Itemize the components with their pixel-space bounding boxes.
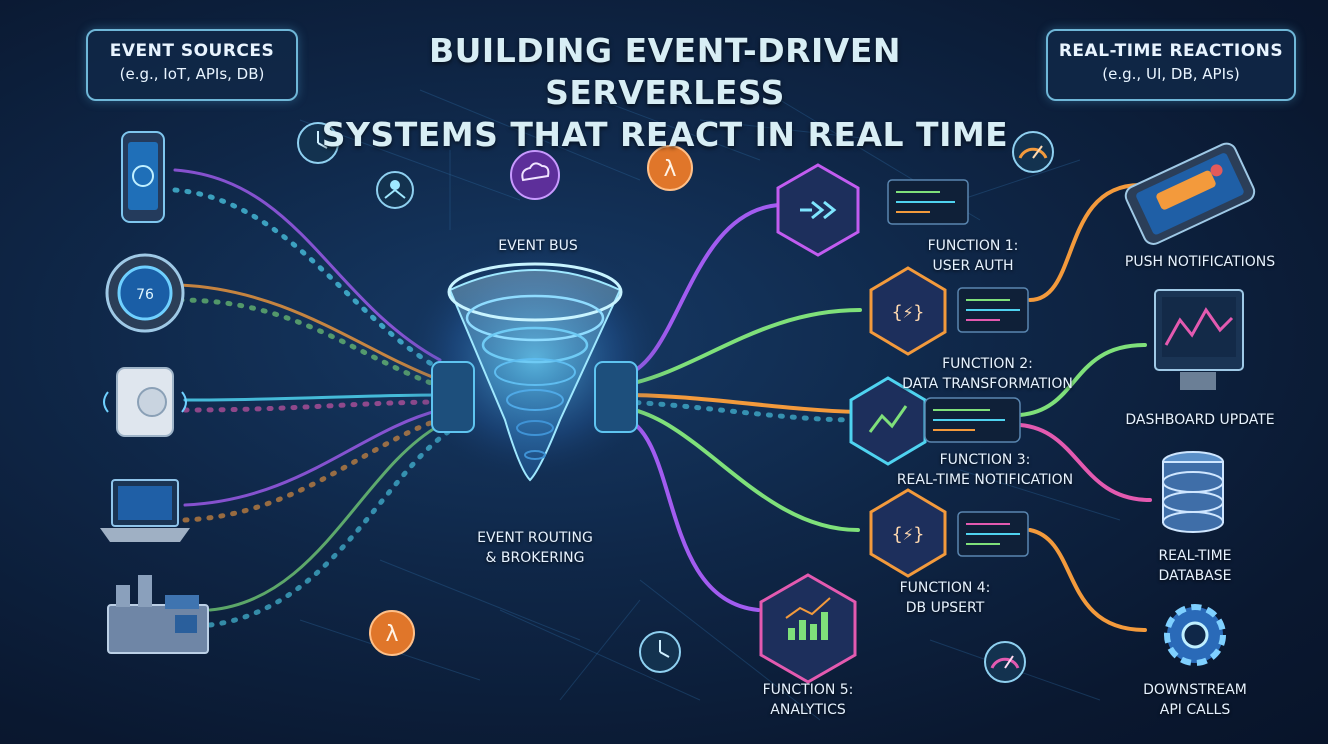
function-2-title: FUNCTION 2: — [942, 356, 1033, 372]
output-api-line-1: DOWNSTREAM — [1143, 682, 1247, 698]
laptop-icon — [100, 479, 190, 542]
hub-icon — [376, 171, 414, 209]
function-2-name: DATA TRANSFORMATION — [902, 376, 1073, 392]
gear-icon — [1164, 604, 1226, 666]
trend-icon — [868, 405, 908, 433]
function-2-label: FUNCTION 2: DATA TRANSFORMATION — [900, 354, 1075, 394]
code-bolt-icon: {⚡} — [892, 302, 925, 323]
function-3-title: FUNCTION 3: — [939, 452, 1031, 468]
phone-notification-icon — [1124, 142, 1256, 245]
lambda-glyph-bottom: λ — [385, 622, 398, 647]
monitor-chart-icon — [1154, 289, 1244, 390]
title-line-2: SYSTEMS THAT REACT IN REAL TIME — [321, 115, 1009, 154]
event-sources-subheading: (e.g., IoT, APIs, DB) — [119, 65, 265, 83]
reactions-box: REAL-TIME REACTIONS (e.g., UI, DB, APIs) — [1046, 29, 1296, 101]
event-sources-box: EVENT SOURCES (e.g., IoT, APIs, DB) — [86, 29, 298, 101]
output-database-line-1: REAL-TIME — [1158, 548, 1232, 564]
factory-icon — [107, 575, 209, 654]
output-push-label: PUSH NOTIFICATIONS — [1110, 252, 1290, 272]
output-push-line-1: PUSH NOTIFICATIONS — [1124, 254, 1276, 270]
function-5-hex — [759, 573, 857, 684]
function-4-hex: {⚡} — [869, 488, 1029, 578]
routing-line-2: & BROKERING — [485, 550, 585, 566]
thermostat-icon: 76 — [105, 253, 185, 333]
function-1-title: FUNCTION 1: — [927, 238, 1019, 254]
function-5-label: FUNCTION 5: ANALYTICS — [738, 680, 878, 720]
title-line-1: BUILDING EVENT-DRIVEN SERVERLESS — [428, 31, 901, 112]
output-dashboard-label: DASHBOARD UPDATE — [1115, 410, 1285, 430]
smartphone-icon — [121, 131, 165, 223]
page-title: BUILDING EVENT-DRIVEN SERVERLESS SYSTEMS… — [320, 30, 1010, 156]
output-dashboard-line-1: DASHBOARD UPDATE — [1125, 412, 1275, 428]
reactions-heading: REAL-TIME REACTIONS — [1058, 41, 1284, 61]
routing-line-1: EVENT ROUTING — [477, 530, 593, 546]
reaction-streams — [1018, 183, 1152, 632]
function-3-label: FUNCTION 3: REAL-TIME NOTIFICATION — [885, 450, 1085, 490]
gauge-icon-bottom — [984, 641, 1026, 683]
sensor-icon — [103, 367, 187, 437]
function-1-name: USER AUTH — [932, 258, 1014, 274]
clock-icon — [297, 122, 339, 164]
cloud-icon — [510, 150, 560, 200]
svg-text:76: 76 — [136, 287, 154, 303]
function-2-hex: {⚡} — [869, 266, 1029, 356]
function-1-label: FUNCTION 1: USER AUTH — [908, 236, 1038, 276]
database-icon — [1162, 451, 1224, 533]
output-api-label: DOWNSTREAM API CALLS — [1130, 680, 1260, 720]
gauge-icon — [1012, 131, 1054, 173]
code-bolt-icon-2: {⚡} — [892, 524, 925, 545]
lambda-glyph-top: λ — [663, 157, 676, 182]
function-3-name: REAL-TIME NOTIFICATION — [896, 472, 1074, 488]
function-5-title: FUNCTION 5: — [762, 682, 854, 698]
function-3-hex — [849, 376, 1021, 466]
function-4-name: DB UPSERT — [905, 600, 985, 616]
bar-chart-icon — [785, 597, 831, 640]
output-api-line-2: API CALLS — [1159, 702, 1231, 718]
output-database-line-2: DATABASE — [1158, 568, 1232, 584]
output-database-label: REAL-TIME DATABASE — [1140, 546, 1250, 586]
lambda-icon-bottom: λ — [369, 610, 415, 656]
clock-icon-bottom — [639, 631, 681, 673]
event-sources-heading: EVENT SOURCES — [109, 41, 275, 61]
event-bus-funnel — [395, 230, 675, 490]
function-1-hex — [776, 163, 969, 257]
function-4-title: FUNCTION 4: — [899, 580, 991, 596]
routing-label: EVENT ROUTING & BROKERING — [460, 528, 610, 568]
lambda-icon-top: λ — [647, 145, 693, 191]
function-5-name: ANALYTICS — [770, 702, 846, 718]
arrows-icon — [800, 200, 837, 220]
reactions-subheading: (e.g., UI, DB, APIs) — [1102, 65, 1240, 83]
event-bus-label: EVENT BUS — [498, 238, 578, 254]
function-4-label: FUNCTION 4: DB UPSERT — [880, 578, 1010, 618]
